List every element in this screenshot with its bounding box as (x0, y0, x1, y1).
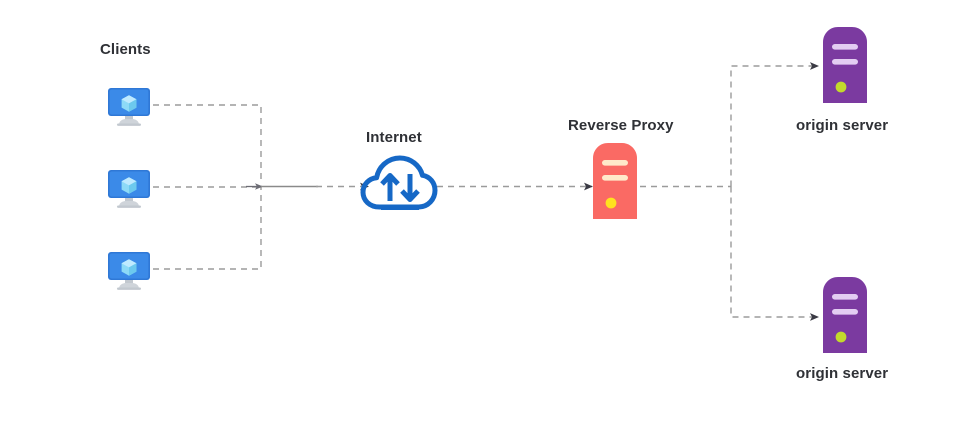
link-bus-origin2 (730, 186, 819, 321)
node-label-origin-server-top: origin server (796, 117, 889, 134)
node-label-origin-server-bottom: origin server (796, 365, 889, 382)
internet-cloud-icon[interactable] (360, 152, 438, 214)
client-monitor-icon[interactable] (105, 164, 153, 212)
reverse-proxy-server-icon[interactable] (590, 142, 640, 220)
link-client3-bus (153, 187, 262, 270)
client-monitor-icon[interactable] (105, 82, 153, 130)
node-label-reverse-proxy: Reverse Proxy (568, 117, 674, 134)
origin-server-icon-bottom[interactable] (820, 276, 870, 354)
origin-server-icon-top[interactable] (820, 26, 870, 104)
node-label-internet: Internet (366, 129, 422, 146)
group-label-clients: Clients (100, 41, 151, 58)
link-client1-bus (153, 104, 262, 183)
client-monitor-icon[interactable] (105, 246, 153, 294)
